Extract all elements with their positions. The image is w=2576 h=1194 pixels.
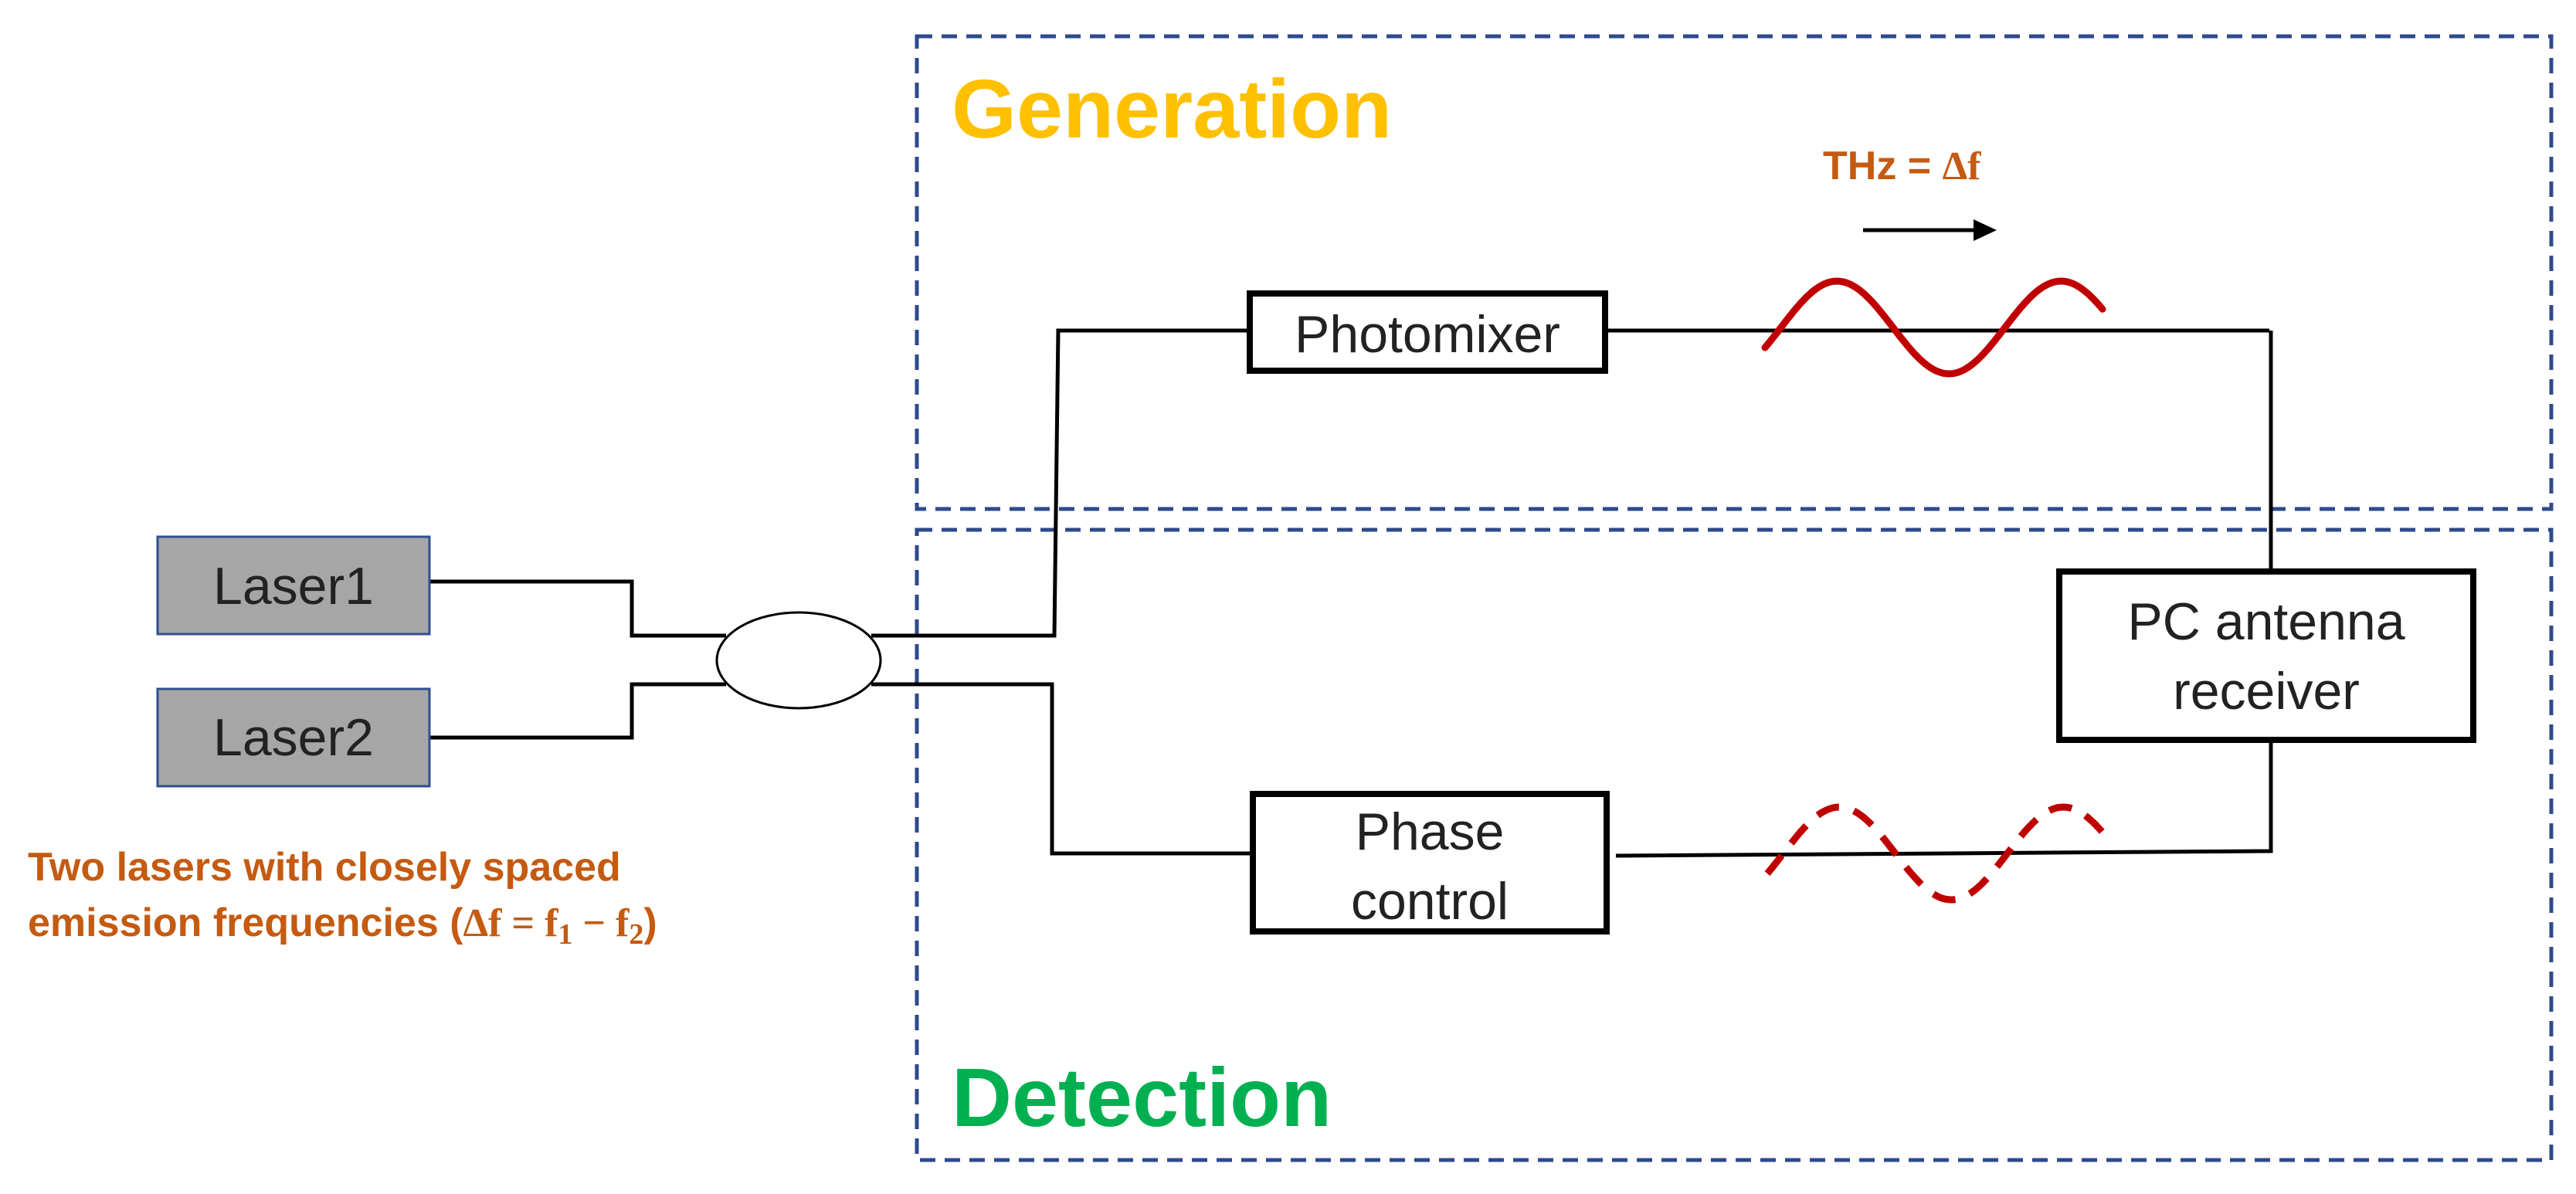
laser1-wire (429, 579, 726, 638)
generation-title: Generation (952, 62, 1392, 155)
laser-note-sub2: 2 (629, 918, 643, 951)
laser1-label: Laser1 (213, 557, 374, 616)
thz-wave-dashed (1764, 803, 2106, 904)
laser1-box (156, 535, 431, 636)
laser-note-line2: emission frequencies (Δf = f1 − f2) (28, 901, 657, 951)
receiver-label-line1: PC antenna (2127, 592, 2405, 651)
generation-section-border (915, 34, 2554, 511)
laser-note-close: ) (643, 901, 657, 945)
laser2-label: Laser2 (213, 708, 374, 767)
fiber-coupler (715, 611, 882, 710)
pc-antenna-receiver-box (2056, 568, 2476, 743)
laser2-wire (429, 682, 726, 740)
connection-lines (429, 328, 2273, 858)
thz-wave-solid (1761, 277, 2106, 378)
laser2-box (156, 687, 431, 788)
phase-control-label-line2: control (1351, 872, 1509, 931)
laser-note-text: emission frequencies ( (28, 901, 463, 945)
thz-label: THz = Δf (1823, 144, 1981, 188)
laser-note-line1: Two lasers with closely spaced (28, 845, 621, 890)
phase-control-label-line1: Phase (1356, 802, 1505, 861)
photomixer-label: Photomixer (1295, 305, 1560, 364)
detection-title: Detection (952, 1050, 1332, 1144)
thz-label-math: Δf (1943, 144, 1982, 188)
laser-note-math: Δf = f (463, 901, 559, 945)
photomixer-box (1247, 290, 1608, 374)
detection-section-border (915, 527, 2554, 1162)
detection-path-wire (871, 682, 1253, 856)
propagation-arrow (1863, 219, 1997, 241)
receiver-label-line2: receiver (2173, 662, 2360, 721)
phase-control-box (1250, 791, 1610, 935)
generation-path-wire (871, 328, 1250, 638)
laser-note-minus: − f (572, 901, 630, 945)
thz-label-text: THz = (1823, 144, 1943, 188)
phase-out-wire (1615, 740, 2273, 858)
laser-note-sub1: 1 (558, 918, 572, 951)
